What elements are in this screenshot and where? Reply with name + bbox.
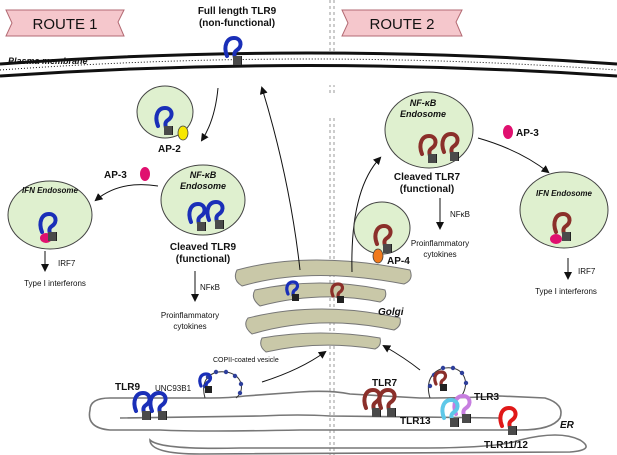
ap4-endosome [353,201,411,264]
full-tlr9-label-2: (non-functional) [199,18,275,29]
route2-nfkb-endosome-label-1: NF-κB [410,98,437,108]
route2-proinflam-1: Proinflammatory [411,239,469,248]
route2-banner: ROUTE 2 [341,9,463,37]
cleaved-tlr9-label-2: (functional) [176,254,230,265]
route2-label: ROUTE 2 [369,16,434,33]
copii-label: COPII-coated vesicle [213,357,279,364]
route2-irf7-label: IRF7 [578,267,596,276]
er-tlr1112-label: TLR11/12 [484,440,528,451]
route1-nfkb-endosome-label-1: NF-κB [190,170,217,180]
er-tlr7-receptor-2 [377,388,398,419]
route2-nfkb-endosome: NF-κB Endosome [384,91,474,169]
route2-ap3-label: AP-3 [516,128,539,139]
route2-proinflam-2: cytokines [423,250,456,259]
ap2-adaptor [177,125,189,141]
copii-vesicle [198,369,244,399]
route1-ifn-endosome-label: IFN Endosome [22,186,79,195]
route1-nfkb-endosome: NF-κB Endosome [160,164,246,236]
plasma-membrane: Plasma membrane [0,51,617,92]
er-tlr9-label: TLR9 [115,382,140,393]
route1-proinflam-2: cytokines [173,322,206,331]
route1-ifn-endosome: IFN Endosome [7,180,93,250]
endoplasmic-reticulum: ER [88,390,587,455]
plasma-membrane-label: Plasma membrane [8,56,88,66]
route2-ifn-endosome-label: IFN Endosome [536,189,593,198]
route2-type1-label: Type I interferons [535,287,597,296]
route2-nfkb-label: NFκB [450,210,470,219]
route1-banner: ROUTE 1 [5,9,125,37]
ap4-adaptor [372,248,384,264]
route1-nfkb-endosome-label-2: Endosome [180,181,226,191]
full-tlr9-label-1: Full length TLR9 [198,6,277,17]
route1-irf7-label: IRF7 [58,259,76,268]
er-label: ER [560,420,575,431]
route1-nfkb-label: NFκB [200,283,220,292]
er-tlr1112-receptor [498,406,519,437]
route2-ap3-adaptor [503,125,513,139]
er-tlr3-label: TLR3 [474,392,499,403]
ap4-label: AP-4 [387,256,410,267]
er-tlr9-receptor-2 [148,391,169,422]
route2-ifn-ap3-adaptor [550,234,562,244]
cleaved-tlr7-label-2: (functional) [400,184,454,195]
tlr7-budding-vesicle [427,365,469,399]
cleaved-tlr9-label-1: Cleaved TLR9 [170,242,237,253]
er-tlr7-label: TLR7 [372,378,397,389]
route2-ifn-endosome: IFN Endosome [519,171,609,249]
ap2-endosome [136,85,194,141]
ap2-label: AP-2 [158,144,181,155]
cleaved-tlr7-label-1: Cleaved TLR7 [394,172,461,183]
unc93b1-label: UNC93B1 [155,384,192,393]
er-tlr9-receptor-1 [132,391,153,422]
golgi-label: Golgi [378,307,404,318]
er-tlr13-label: TLR13 [400,416,431,427]
route1-ap3-adaptor [140,167,150,181]
route2-nfkb-endosome-label-2: Endosome [400,109,446,119]
route1-label: ROUTE 1 [32,16,97,33]
route1-ap3-label: AP-3 [104,170,127,181]
route1-type1-label: Type I interferons [24,279,86,288]
golgi [234,259,412,353]
route1-proinflam-1: Proinflammatory [161,311,219,320]
